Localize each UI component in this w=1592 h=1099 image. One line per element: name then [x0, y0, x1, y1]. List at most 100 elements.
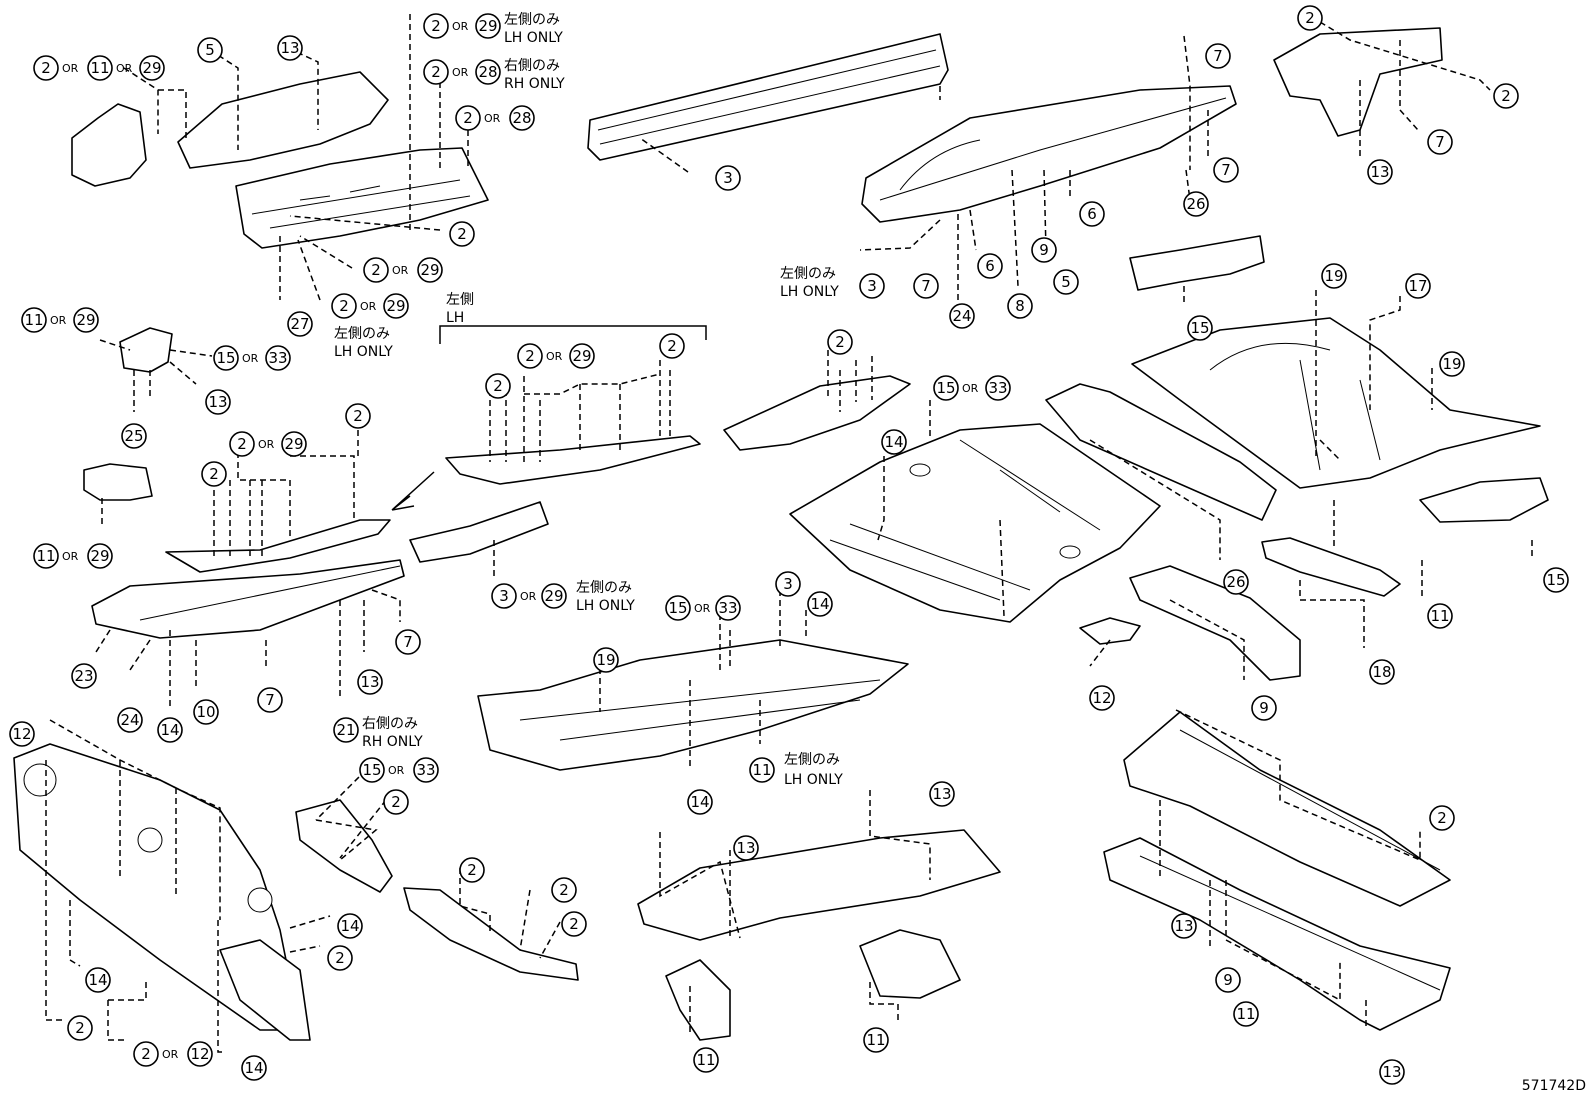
svg-text:2: 2 [335, 949, 345, 967]
svg-text:7: 7 [265, 691, 275, 709]
or-text: OR [360, 300, 377, 313]
svg-text:29: 29 [544, 587, 563, 605]
svg-text:11: 11 [90, 59, 109, 77]
svg-text:2: 2 [569, 915, 579, 933]
part-bracket-lower [295, 799, 393, 893]
part-center-floor-pan [477, 639, 909, 771]
callout-3: 3 [859, 273, 885, 299]
part-side-sill-lh [445, 435, 701, 485]
svg-text:24: 24 [952, 307, 971, 325]
svg-text:9: 9 [1259, 699, 1269, 717]
callout-33: 33 [265, 345, 291, 371]
or-text: OR [50, 314, 67, 327]
svg-text:28: 28 [478, 63, 497, 81]
callout-2: 2 [331, 293, 357, 319]
callout-11: 11 [693, 1047, 719, 1073]
callout-7: 7 [1205, 43, 1231, 69]
or-text: OR [484, 112, 501, 125]
part-small-bracket-left [119, 327, 173, 373]
svg-text:12: 12 [190, 1045, 209, 1063]
svg-text:15: 15 [1546, 571, 1565, 589]
svg-text:18: 18 [1372, 663, 1391, 681]
svg-text:2: 2 [1305, 9, 1315, 27]
callout-2: 2 [1493, 83, 1519, 109]
callout-2: 2 [455, 105, 481, 131]
or-text: OR [62, 62, 79, 75]
part-front-floor-pan [789, 423, 1161, 623]
callout-5: 5 [1053, 269, 1079, 295]
callout-2: 2 [1429, 805, 1455, 831]
svg-text:17: 17 [1408, 277, 1427, 295]
note-lh-only: LH ONLY [780, 284, 839, 300]
callout-14: 14 [241, 1055, 267, 1081]
callout-13: 13 [357, 669, 383, 695]
svg-text:10: 10 [196, 703, 215, 721]
svg-text:15: 15 [362, 761, 381, 779]
svg-text:29: 29 [386, 297, 405, 315]
svg-text:2: 2 [457, 225, 467, 243]
callout-2: 2 [561, 911, 587, 937]
callout-2: 2 [659, 333, 685, 359]
svg-text:11: 11 [696, 1051, 715, 1069]
note-lh-only: LH ONLY [784, 772, 843, 788]
svg-text:21: 21 [336, 721, 355, 739]
note-lh-only-jp: 左側のみ [576, 580, 632, 596]
svg-text:13: 13 [1174, 917, 1193, 935]
svg-text:7: 7 [1435, 133, 1445, 151]
svg-text:14: 14 [690, 793, 709, 811]
svg-text:2: 2 [41, 59, 51, 77]
callout-2: 2 [345, 403, 371, 429]
part-rear-floor-pan [1131, 317, 1541, 489]
callout-28: 28 [509, 105, 535, 131]
svg-text:3: 3 [783, 575, 793, 593]
svg-text:2: 2 [209, 465, 219, 483]
svg-text:2: 2 [141, 1045, 151, 1063]
note-lh-only: LH ONLY [334, 344, 393, 360]
callout-15: 15 [933, 375, 959, 401]
svg-text:7: 7 [1221, 161, 1231, 179]
svg-text:13: 13 [280, 39, 299, 57]
callout-16: 14 [807, 591, 833, 617]
callout-24: 24 [949, 303, 975, 329]
svg-text:15: 15 [216, 349, 235, 367]
svg-text:33: 33 [718, 599, 737, 617]
svg-text:26: 26 [1186, 195, 1205, 213]
callout-33: 33 [985, 375, 1011, 401]
svg-text:29: 29 [572, 347, 591, 365]
callout-9: 9 [1215, 967, 1241, 993]
svg-text:14: 14 [244, 1059, 263, 1077]
callout-12: 12 [9, 721, 35, 747]
callout-27: 26 [1223, 569, 1249, 595]
callout-9: 9 [1251, 695, 1277, 721]
callout-11: 11 [33, 543, 59, 569]
part-side-sill [165, 519, 391, 573]
svg-text:29: 29 [420, 261, 439, 279]
callout-11: 11 [1233, 1001, 1259, 1027]
part-small-plate [1079, 617, 1141, 645]
part-support-left [665, 959, 731, 1041]
callout-16: 14 [687, 789, 713, 815]
callout-2: 2 [363, 257, 389, 283]
part-front-floor-side-member [861, 85, 1237, 223]
svg-text:29: 29 [76, 311, 95, 329]
callout-11: 11 [749, 757, 775, 783]
svg-text:26: 26 [1226, 573, 1245, 591]
svg-text:14: 14 [160, 721, 179, 739]
callout-15: 15 [1543, 567, 1569, 593]
callout-15: 15 [213, 345, 239, 371]
callout-10: 10 [193, 699, 219, 725]
callout-12: 12 [1089, 685, 1115, 711]
svg-text:2: 2 [431, 17, 441, 35]
svg-text:3: 3 [867, 277, 877, 295]
part-rear-side-member [1045, 383, 1277, 521]
svg-text:13: 13 [208, 393, 227, 411]
svg-text:13: 13 [1382, 1063, 1401, 1081]
note-lh-only: LH ONLY [504, 30, 563, 46]
svg-text:11: 11 [1430, 607, 1449, 625]
svg-text:2: 2 [391, 793, 401, 811]
callout-29: 29 [569, 343, 595, 369]
callout-11: 11 [21, 307, 47, 333]
svg-text:7: 7 [921, 277, 931, 295]
or-text: OR [452, 66, 469, 79]
callout-2: 2 [517, 343, 543, 369]
